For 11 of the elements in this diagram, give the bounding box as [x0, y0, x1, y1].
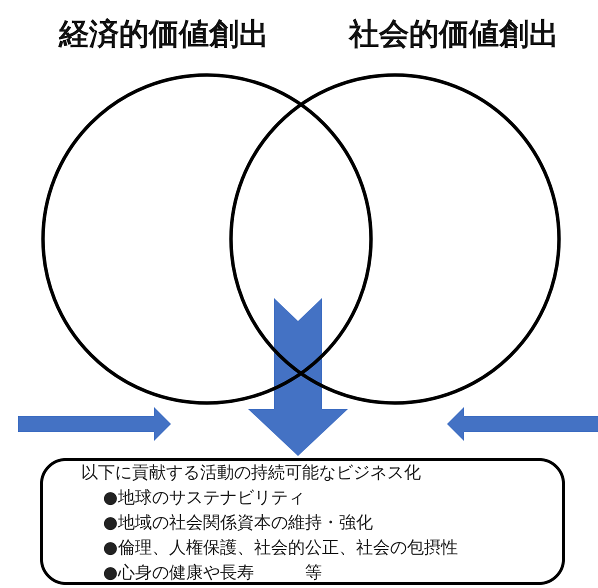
circle-heading: 経済的価値創出	[59, 16, 269, 54]
arrow	[248, 298, 348, 456]
circle-heading: 社会的価値創出	[349, 16, 559, 54]
bullet-item: ●心身の健康や長寿 等	[103, 563, 322, 583]
text-box	[40, 458, 565, 585]
bullet-item: ●地球のサステナビリティ	[103, 488, 305, 508]
box-heading: 以下に貢献する活動の持続可能なビジネス化	[81, 463, 421, 483]
arrow	[447, 407, 598, 441]
arrow	[18, 407, 171, 441]
bullet-item: ●地域の社会関係資本の維持・強化	[103, 513, 373, 533]
bullet-item: ●倫理、人権保護、社会的公正、社会の包摂性	[103, 538, 458, 558]
